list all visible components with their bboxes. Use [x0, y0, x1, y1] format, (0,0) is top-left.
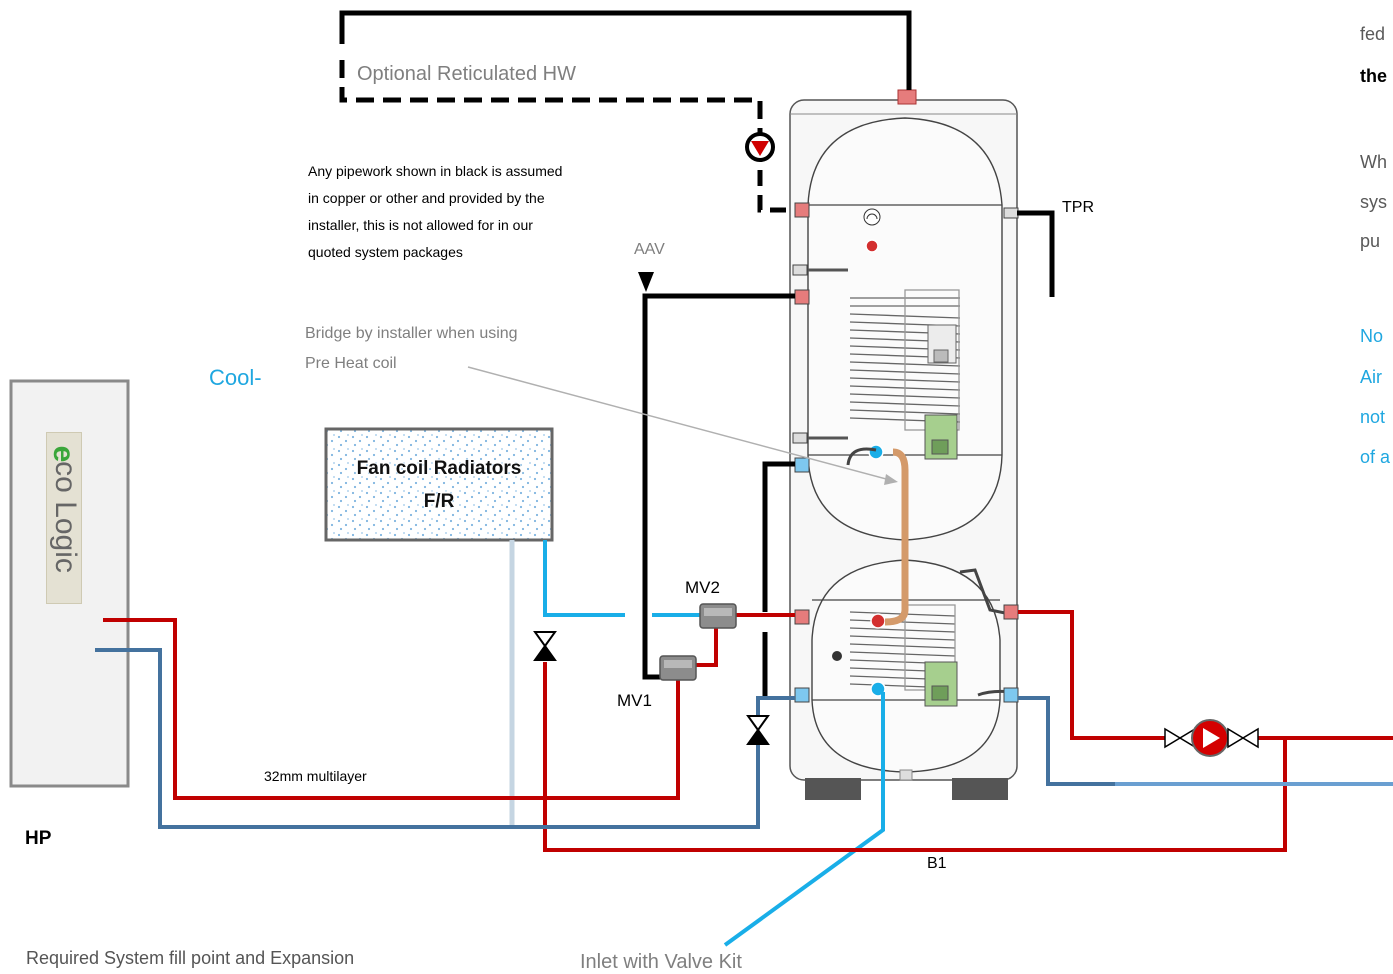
mv2-label: MV2 — [685, 578, 720, 597]
right-note-line7: Air — [1360, 367, 1382, 387]
brand-text: co Logic — [49, 461, 82, 573]
right-note-line1: fed — [1360, 24, 1386, 44]
return-pipes — [95, 648, 1393, 829]
hot-water-cylinder — [789, 89, 1019, 800]
isolation-valve-icon — [533, 631, 557, 661]
right-note-line5: pu — [1360, 231, 1381, 251]
right-note-line2: the — [1360, 66, 1387, 86]
pre-heat-bridge-pipe — [884, 448, 909, 626]
fan-coil-line2: F/R — [423, 491, 455, 512]
right-note-line9: of a — [1360, 447, 1391, 467]
b1-label: B1 — [927, 855, 947, 872]
isolation-valve-icon — [746, 715, 770, 745]
optional-hw-label: Optional Reticulated HW — [357, 63, 576, 85]
bridge-label: Bridge by installer when using Pre Heat … — [305, 325, 518, 372]
aav-label: AAV — [634, 241, 665, 258]
bridge-pointer-arrow — [467, 366, 898, 485]
fan-coil-line1: Fan coil Radiators — [356, 458, 522, 479]
hw-circulator-pump-icon — [745, 132, 775, 162]
black-pipework-note: Any pipework shown in black is assumed i… — [308, 163, 563, 260]
cold-feed-pipes — [543, 540, 885, 947]
inlet-label: Inlet with Valve Kit — [580, 951, 742, 973]
right-note-line6: No — [1360, 326, 1384, 346]
fan-coil-label: Fan coil Radiators F/R — [326, 452, 552, 518]
right-note-line8: not — [1360, 407, 1386, 427]
mv1-valve — [659, 655, 697, 681]
aav-vent-icon — [638, 272, 654, 292]
right-note-line3: Wh — [1360, 152, 1387, 172]
cool-label: Cool- — [209, 365, 262, 390]
heat-pump-logo: e co Logic — [46, 432, 82, 604]
hp-label: HP — [25, 828, 52, 849]
flow-pipes — [103, 610, 1393, 852]
circulator-pump-icon — [1164, 719, 1259, 757]
pipe-size-label: 32mm multilayer — [264, 768, 367, 784]
installer-pipework — [339, 10, 1055, 698]
fill-point-label: Required System fill point and Expansion — [26, 948, 355, 968]
mv2-valve — [699, 603, 737, 629]
tpr-label: TPR — [1062, 199, 1094, 216]
right-note-line4: sys — [1360, 192, 1387, 212]
fan-coil-radiator — [324, 427, 554, 542]
mv1-label: MV1 — [617, 691, 652, 710]
